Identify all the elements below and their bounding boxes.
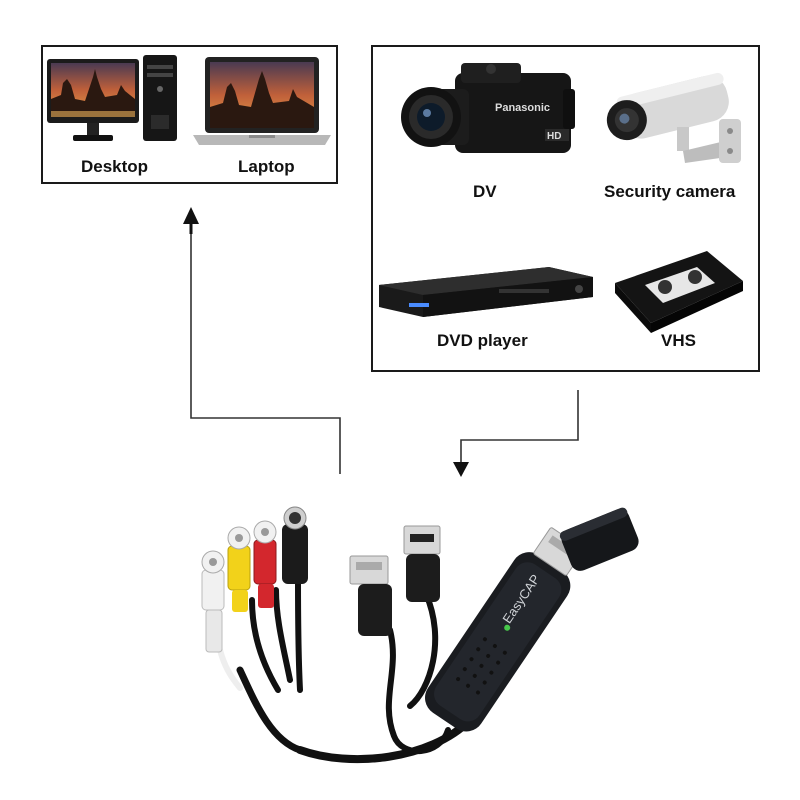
cable-usb-male [385,627,451,754]
laptop-label: Laptop [238,157,295,176]
video-sources-panel: Panasonic HD DV Security camera DVD play… [371,45,760,372]
cable-svideo [295,577,303,693]
desktop-computer-icon [47,55,177,141]
dv-label: DV [473,182,497,201]
security-camera-icon [606,72,741,163]
usb-male-connector [349,555,392,636]
rca-red-plug [253,520,277,608]
usb-cap [559,507,639,571]
cable-red [273,587,293,683]
up-arrow-icon [183,207,199,224]
camcorder-hd-badge: HD [547,131,561,142]
security-camera-label: Security camera [604,182,736,201]
connector-device-to-computers [190,230,341,474]
usb-female-connector [403,525,441,602]
cable-yellow [249,597,281,693]
vhs-label: VHS [661,331,696,350]
camcorder-brand-text: Panasonic [495,102,550,114]
rca-white-plug [201,550,225,653]
down-arrow-icon [453,462,469,477]
cable-main [296,716,474,764]
easycap-capture-device: EasyCAP [201,506,639,764]
dvd-player-label: DVD player [437,331,528,350]
svideo-plug [282,506,308,584]
cable-bundle [236,666,304,754]
laptop-icon [193,57,331,145]
rca-yellow-plug [227,526,251,612]
cable-usb-female [407,591,439,709]
connector-sources-to-device [460,390,579,462]
desktop-label: Desktop [81,157,149,176]
camcorder-icon: Panasonic HD [401,63,575,153]
computers-panel: Desktop Laptop [41,45,338,184]
vhs-tape-icon [615,251,743,333]
dvd-player-icon [379,267,593,317]
